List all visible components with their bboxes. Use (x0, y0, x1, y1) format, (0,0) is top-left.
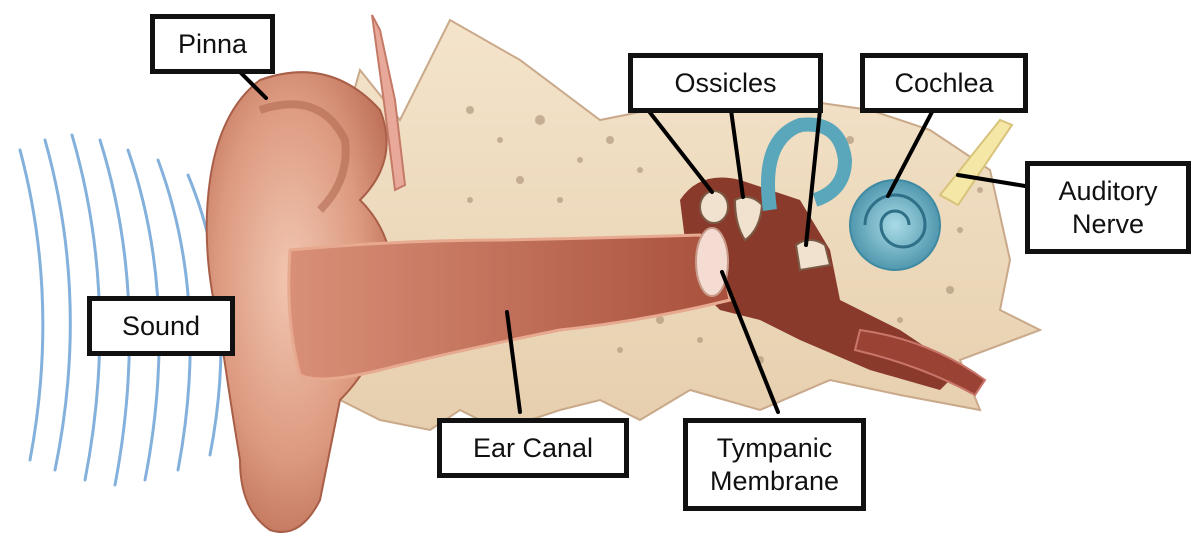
label-pinna-text: Pinna (178, 28, 247, 61)
label-cochlea: Cochlea (860, 53, 1028, 113)
label-auditory-nerve-line2: Nerve (1058, 208, 1157, 241)
label-tympanic-line1: Tympanic (710, 432, 839, 465)
label-sound-text: Sound (122, 310, 200, 343)
label-tympanic-membrane: Tympanic Membrane (683, 418, 866, 511)
label-tympanic-membrane-text: Tympanic Membrane (710, 432, 839, 498)
eardrum-shape (696, 228, 728, 296)
label-auditory-nerve: Auditory Nerve (1025, 161, 1191, 254)
label-ossicles: Ossicles (628, 53, 823, 113)
label-tympanic-line2: Membrane (710, 465, 839, 498)
label-auditory-nerve-line1: Auditory (1058, 175, 1157, 208)
label-sound: Sound (87, 296, 235, 356)
label-cochlea-text: Cochlea (894, 67, 993, 100)
label-pinna: Pinna (150, 14, 275, 74)
label-ossicles-text: Ossicles (674, 67, 776, 100)
label-ear-canal-text: Ear Canal (473, 432, 593, 465)
label-ear-canal: Ear Canal (437, 418, 629, 478)
label-auditory-nerve-text: Auditory Nerve (1058, 175, 1157, 241)
